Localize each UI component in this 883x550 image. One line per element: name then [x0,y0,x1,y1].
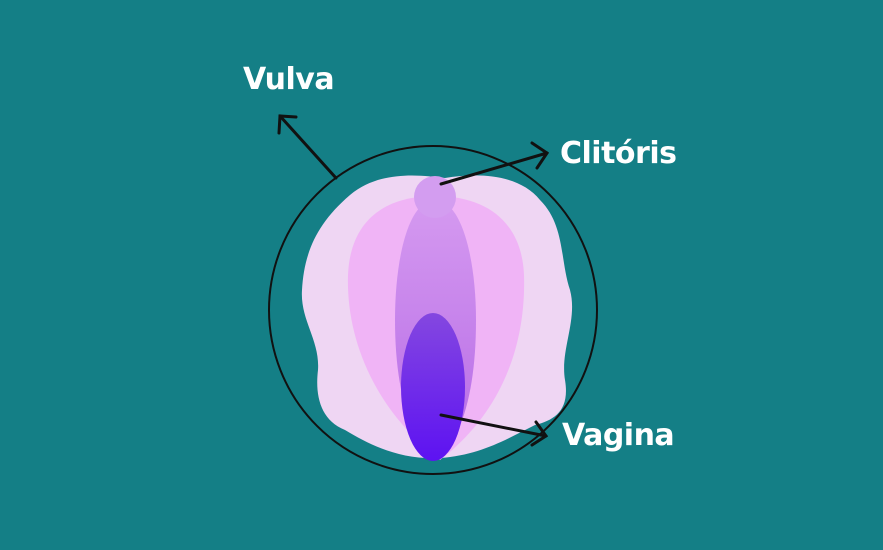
clitoris-label: Clitóris [560,136,677,171]
vulva-label: Vulva [243,62,335,97]
vagina-label: Vagina [562,418,675,453]
clitoris-arrow [439,141,550,186]
clitoris-glans [414,176,456,218]
vulva-outline-circle [268,145,598,475]
vulva-arrow [277,114,338,180]
vaginal-opening [401,313,465,461]
vagina-arrow [439,413,549,447]
